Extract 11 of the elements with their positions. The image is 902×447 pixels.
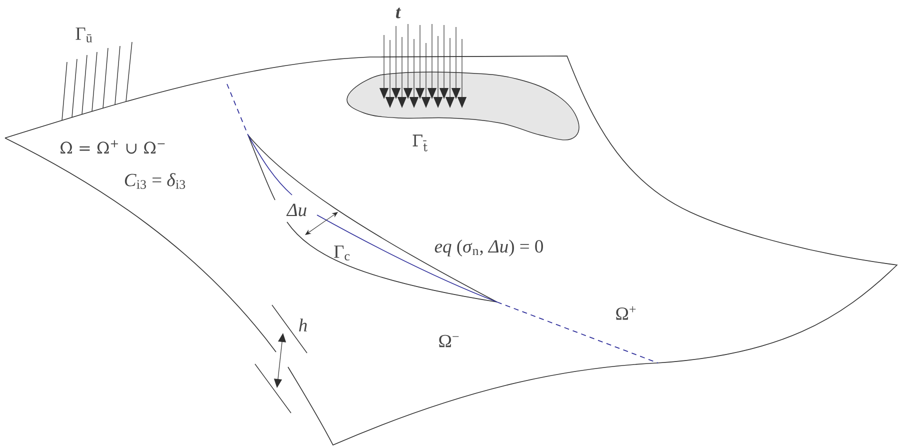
formula-label: C$_{i3}$ = δ$_{i3}$: [124, 173, 186, 189]
formula-label: eq (σ$_{n}$, Δu) = 0: [434, 240, 543, 256]
crack-label: Γ$_{c}$: [334, 246, 350, 260]
thickness-label: h: [299, 318, 307, 332]
region-label: Ω$^{−}$: [439, 334, 459, 348]
load-label: t: [396, 8, 402, 18]
domain-formula: Ω = Ω$^{+}$ ∪ Ω$^{−}$: [60, 140, 165, 154]
boundary-label: Γ$_{t̄}$: [412, 134, 428, 152]
region-label: Ω$^{+}$: [616, 306, 636, 320]
boundary-label: Γ$_{ū}$: [76, 28, 92, 42]
opening-label: Δu: [286, 204, 306, 216]
